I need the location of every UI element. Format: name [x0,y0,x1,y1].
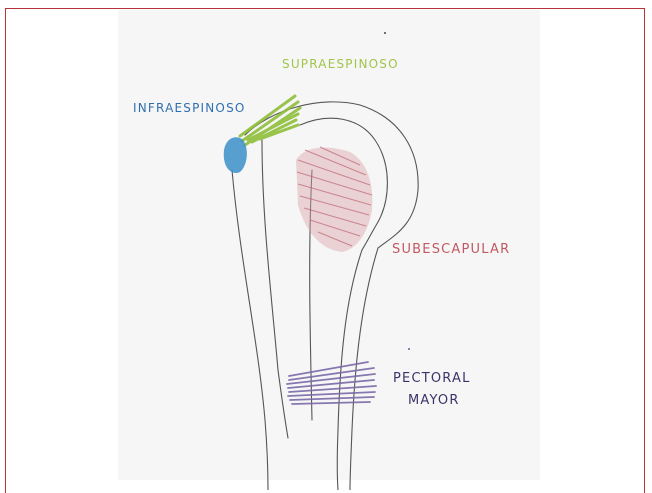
ink-speck [384,32,386,34]
subescapular-label: SUBESCAPULAR [392,242,510,257]
subescapular-muscle [296,147,372,252]
pectoral-mayor-label-line2: MAYOR [408,393,460,408]
supraespinoso-muscle [240,96,300,145]
ink-speck [408,348,410,350]
pectoral-mayor-label-line1: PECTORAL [393,371,471,386]
supraespinoso-label: SUPRAESPINOSO [282,57,399,71]
pectoral-mayor-muscle [287,362,376,404]
infraespinoso-label: INFRAESPINOSO [133,101,246,115]
infraespinoso-muscle [224,137,247,173]
